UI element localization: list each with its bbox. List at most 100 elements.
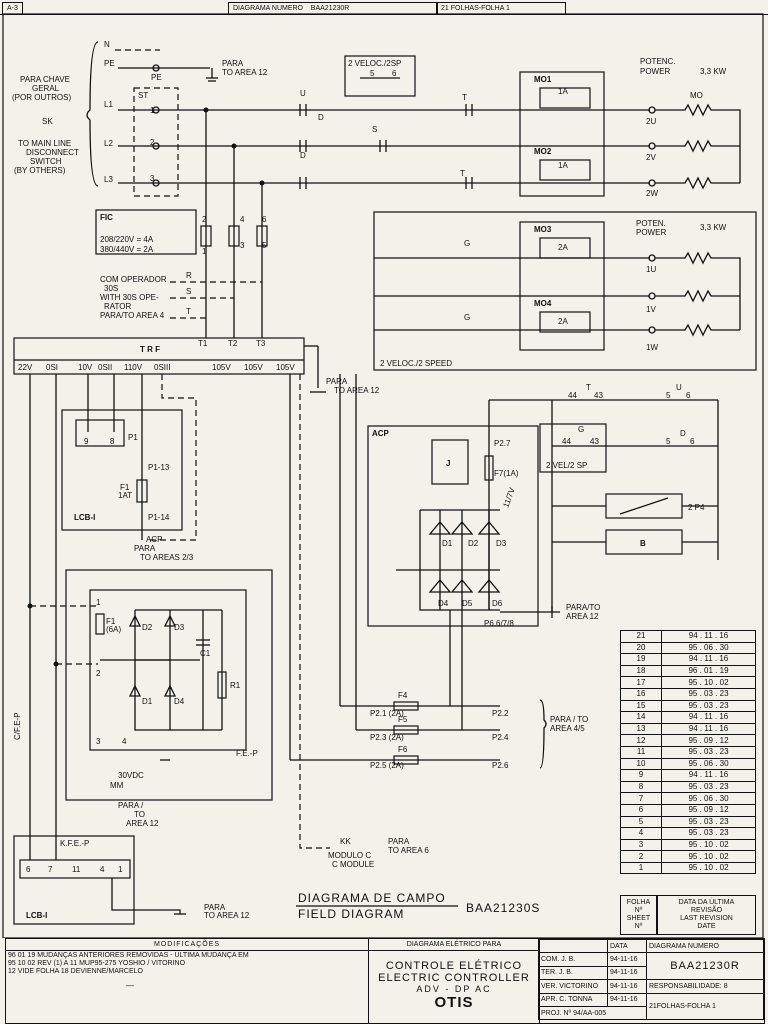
main-switch-3: (POR OUTROS) <box>12 93 71 102</box>
fe-f1: F1 <box>106 617 116 626</box>
motor-windings-upper <box>655 103 741 190</box>
operator-1: COM OPERADOR <box>100 275 167 284</box>
cont-d2: D <box>300 151 306 160</box>
ctrl-g: G <box>578 425 584 434</box>
ctrl-43a: 43 <box>594 391 603 400</box>
tb-apr: APR. C. TONNA <box>538 992 608 1007</box>
motor-upper-box <box>519 71 605 197</box>
cont-t: T <box>462 93 467 102</box>
rev-head-sheet: FOLHA Nº SHEET Nº <box>620 895 657 935</box>
controller-en: ELECTRIC CONTROLLER <box>378 972 530 984</box>
label-p24: P2.4 <box>492 733 509 742</box>
revision-date: 95 . 03 . 23 <box>661 699 756 713</box>
st-switch-box <box>133 87 179 197</box>
revision-date: 95 . 06 . 30 <box>661 757 756 771</box>
revision-date: 95 . 10 . 02 <box>661 850 756 863</box>
revision-table-head: FOLHA Nº SHEET Nº DATA DA ÚLTIMA REVISÃO… <box>620 895 756 935</box>
fic-box <box>95 209 197 255</box>
main-switch-1: PARA CHAVE <box>20 75 70 84</box>
rev-head-date: DATA DA ÚLTIMA REVISÃO LAST REVISION DAT… <box>656 895 756 935</box>
terminal-l2 <box>152 142 160 150</box>
terminal-l3 <box>152 179 160 187</box>
main-switch-4: SK <box>42 117 53 126</box>
label-mo3: MO3 <box>534 225 552 234</box>
ctrl-vel: 2 VEL/2 SP <box>546 461 587 470</box>
power2-label: POWER <box>636 228 666 237</box>
acp-d5: D5 <box>462 599 473 608</box>
fuse-label-6: 6 <box>262 215 267 224</box>
label-1a-upper: 1A <box>558 87 568 96</box>
revision-date: 94 . 11 . 16 <box>661 769 756 782</box>
ctrl-43b: 43 <box>590 437 599 446</box>
fe-c1: C1 <box>200 649 211 658</box>
kk-label: KK <box>340 837 351 846</box>
revision-date: 96 . 01 . 19 <box>661 664 756 678</box>
diagram-for: DIAGRAMA ELÉTRICO PARA <box>369 939 539 951</box>
revision-sheet: 12 <box>620 734 662 747</box>
revision-sheet: 4 <box>620 827 662 840</box>
trf-out-10v: 10V <box>78 363 93 372</box>
modifications-text: 96 01 19 MUDANÇAS ANTERIORES REMOVIDAS -… <box>8 952 366 976</box>
fuse-1 <box>200 225 212 247</box>
acp-title: ACP <box>372 429 390 438</box>
cont-t2: T <box>460 169 465 178</box>
ctrl-6b: 6 <box>690 437 695 446</box>
fuse-label-4: 4 <box>240 215 245 224</box>
revision-sheet: 11 <box>620 745 662 759</box>
label-l3: L3 <box>104 175 113 184</box>
model: ADV - DP AC <box>416 984 492 994</box>
acp-d6: D6 <box>492 599 503 608</box>
main-switch-5: TO MAIN LINE <box>18 139 71 148</box>
cont-n5: 5 <box>370 69 375 78</box>
rst-t: T <box>186 307 191 316</box>
wire-to-kk <box>299 374 330 849</box>
revision-date: 95 . 06 . 30 <box>661 792 756 805</box>
label-1u: 1U <box>646 265 656 274</box>
mods-dash: — <box>126 981 134 990</box>
acp-handwritten: 11/7V <box>501 486 517 509</box>
veloc-2sp-label: 2 VELOC./2SP <box>348 59 401 68</box>
trf-t1: T1 <box>198 339 208 348</box>
motor-lower-box <box>519 221 605 351</box>
fe-d4: D4 <box>174 697 185 706</box>
acp-d3: D3 <box>496 539 507 548</box>
revision-date: 94 . 11 . 16 <box>661 653 756 666</box>
tb-blank <box>538 938 608 954</box>
trf-title: T R F <box>140 345 160 354</box>
fe-bridge-diodes <box>100 609 200 731</box>
tb-ter-date: 94-11-16 <box>607 965 647 981</box>
revision-sheet: 20 <box>620 641 662 655</box>
title-block: MODIFICAÇÕES 96 01 19 MUDANÇAS ANTERIORE… <box>5 938 765 1024</box>
label-p21: P2.1 (2A) <box>370 709 404 718</box>
cont-s: S <box>372 125 377 134</box>
mods-line-1: 96 01 19 MUDANÇAS ANTERIORES REMOVIDAS -… <box>8 952 249 959</box>
ctrl-5: 5 <box>666 391 671 400</box>
lcb-f1: F1 <box>120 483 130 492</box>
fe-to: TO <box>134 810 145 819</box>
main-switch-2: GERAL <box>32 84 60 93</box>
terminal-l1 <box>152 106 160 114</box>
operator-2: 30S <box>104 284 118 293</box>
fuse-3 <box>256 225 268 247</box>
fic-title: FIC <box>100 213 113 222</box>
fuse-2 <box>228 225 240 247</box>
label-p22: P2.2 <box>492 709 509 718</box>
kfe-t4: 4 <box>100 865 105 874</box>
cont-g2: G <box>464 313 470 322</box>
fe-t1: 1 <box>96 598 101 607</box>
main-switch-7: SWITCH <box>30 157 62 166</box>
label-st: ST <box>138 91 148 100</box>
mods-line-2: 95 10 02 REV (1) A 11 MUP95-275 YOSHIO /… <box>8 960 186 967</box>
revision-date: 95 . 09 . 12 <box>661 734 756 747</box>
label-st-2: 2 <box>150 138 155 147</box>
fuse-label-2: 2 <box>202 215 207 224</box>
kfe-t6: 6 <box>26 865 31 874</box>
tb-ver-date: 94-11-16 <box>607 979 647 994</box>
tb-data-label: DATA <box>607 938 647 954</box>
label-p26: P2.6 <box>492 761 509 770</box>
